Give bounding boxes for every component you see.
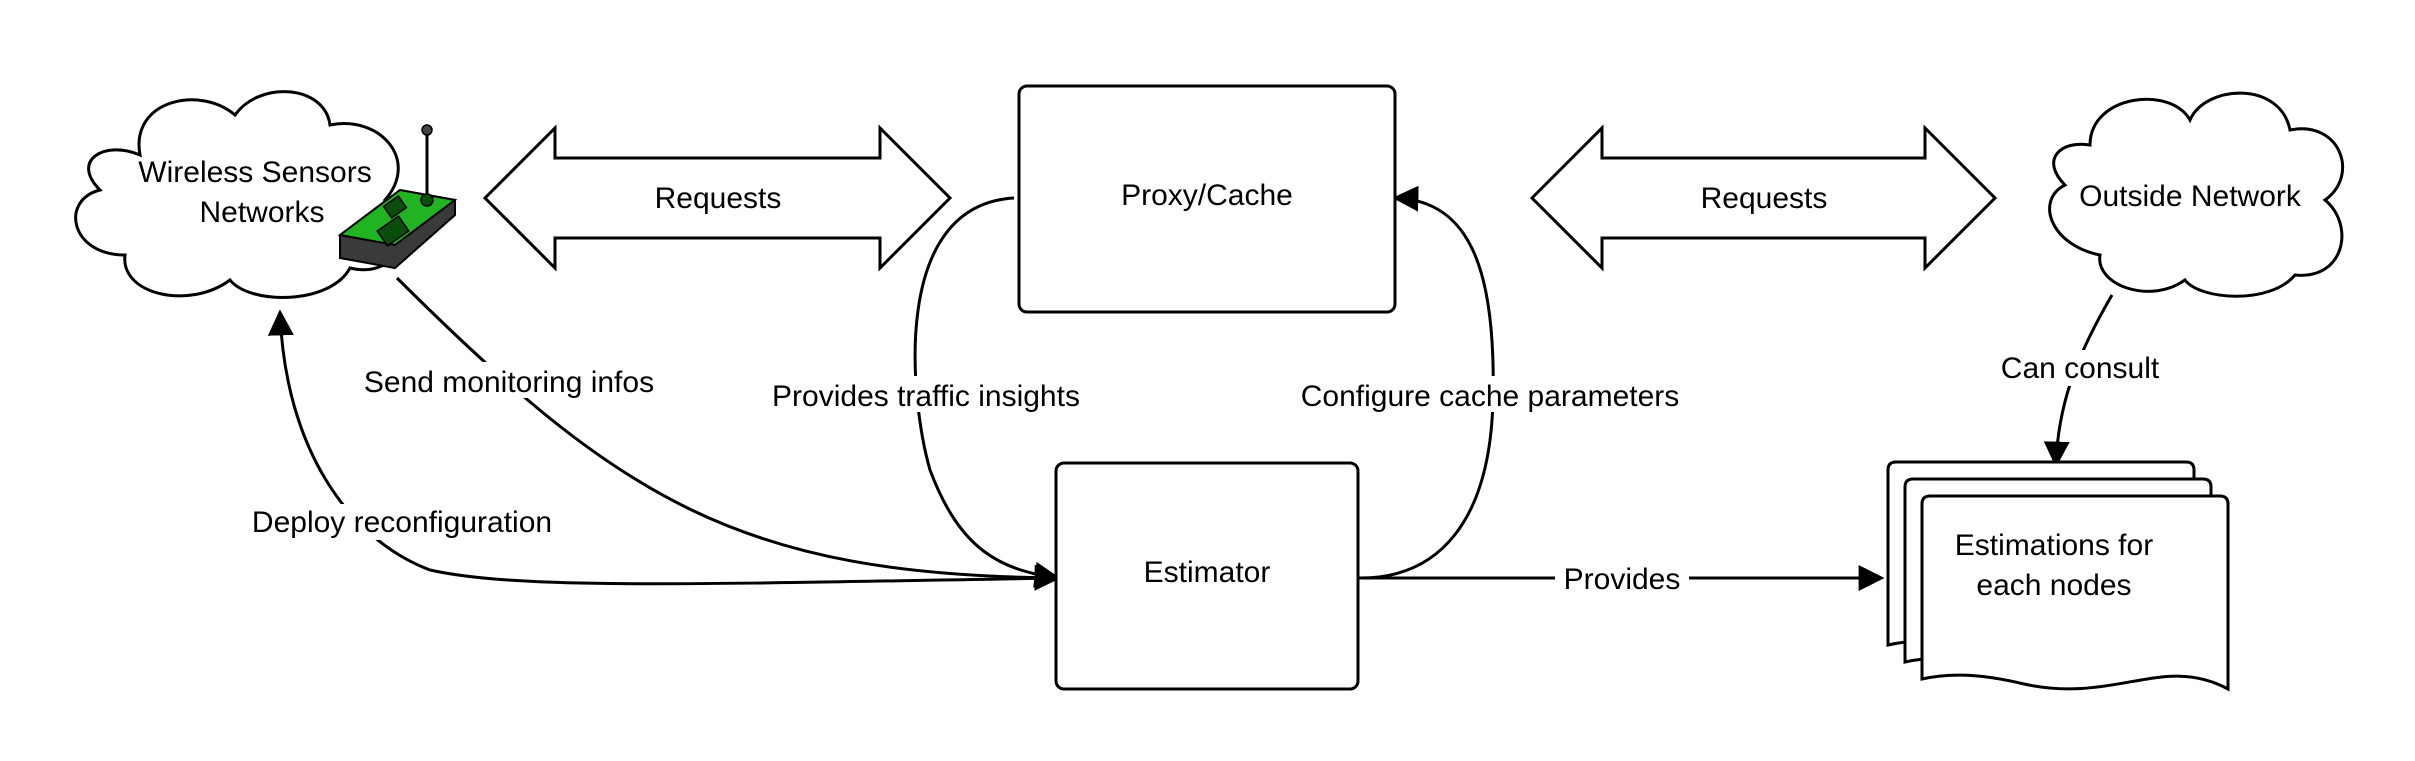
- requests-double-arrow-left[interactable]: Requests: [482, 124, 953, 272]
- proxy-cache-label: Proxy/Cache: [1121, 179, 1293, 212]
- traffic-insights-label-group: Provides traffic insights: [752, 376, 1100, 413]
- estimations-label-line2: each nodes: [1976, 569, 2131, 602]
- sensor-node-icon: [337, 124, 458, 270]
- estimations-label-line1: Estimations for: [1955, 529, 2153, 562]
- configure-cache-label-group: Configure cache parameters: [1276, 376, 1704, 413]
- outside-network-cloud[interactable]: Outside Network: [2048, 91, 2344, 298]
- edge-deploy-reconfiguration: [267, 309, 1059, 586]
- deploy-reconfiguration-label-group: Deploy reconfiguration: [235, 504, 569, 540]
- send-monitoring-label: Send monitoring infos: [364, 366, 654, 399]
- deploy-reconfiguration-label: Deploy reconfiguration: [252, 506, 552, 539]
- provides-label: Provides: [1564, 563, 1681, 596]
- can-consult-label: Can consult: [2001, 352, 2160, 385]
- requests-left-label: Requests: [655, 182, 782, 215]
- outside-network-label: Outside Network: [2079, 180, 2302, 213]
- wireless-sensors-label-line2: Networks: [199, 196, 324, 229]
- estimations-document-stack[interactable]: Estimations for each nodes: [1886, 460, 2230, 692]
- provides-label-group: Provides: [1555, 562, 1689, 596]
- configure-cache-label: Configure cache parameters: [1301, 380, 1680, 413]
- requests-double-arrow-right[interactable]: Requests: [1529, 124, 1998, 272]
- traffic-insights-label: Provides traffic insights: [772, 380, 1080, 413]
- estimator-box[interactable]: Estimator: [1054, 461, 1360, 691]
- estimator-label: Estimator: [1144, 556, 1271, 589]
- proxy-cache-box[interactable]: Proxy/Cache: [1017, 84, 1397, 314]
- send-monitoring-label-group: Send monitoring infos: [345, 362, 673, 399]
- edge-traffic-insights: [913, 196, 1061, 588]
- can-consult-label-group: Can consult: [1988, 350, 2172, 386]
- wireless-sensors-label-line1: Wireless Sensors: [138, 156, 371, 189]
- wireless-sensors-cloud[interactable]: Wireless Sensors Networks: [74, 90, 404, 299]
- requests-right-label: Requests: [1701, 182, 1828, 215]
